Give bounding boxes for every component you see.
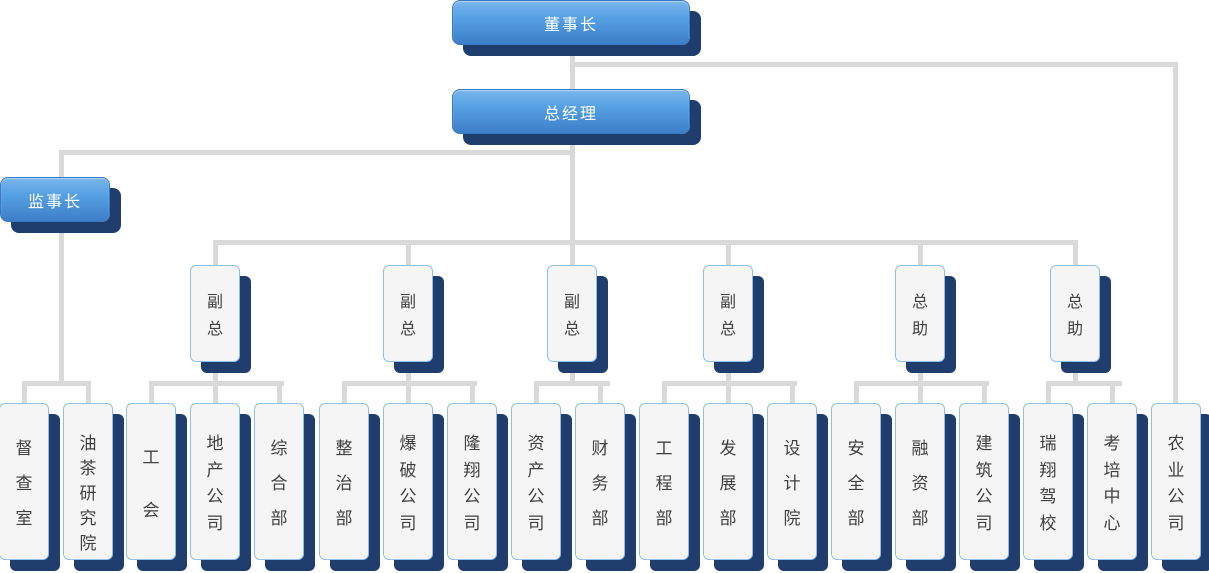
node-blasting-company: 爆破公司 [383,403,433,560]
node-vice-gm-3: 副总 [547,265,597,362]
node-vice-gm-2: 副总 [383,265,433,362]
node-asset-company: 资产公司 [511,403,561,560]
connector-line [1110,381,1115,403]
connector-line [570,62,1178,67]
node-vice-gm-2-label: 副总 [399,294,416,338]
node-vice-gm-4: 副总 [703,265,753,362]
node-camellia-institute: 油茶研究院 [63,403,113,560]
leaf-label: 隆翔公司 [463,434,481,533]
node-general-manager: 总经理 [452,89,690,134]
leaf-label: 考培中心 [1103,434,1121,533]
connector-line [213,240,218,265]
node-driving-school: 瑞翔驾校 [1023,403,1073,560]
node-construction-company: 建筑公司 [959,403,1009,560]
leaf-label: 地产公司 [206,434,224,533]
connector-line [342,381,347,403]
node-realestate-company: 地产公司 [190,403,240,560]
connector-line [213,240,1077,245]
connector-line [59,222,64,386]
leaf-label: 油茶研究院 [79,433,97,553]
connector-line [406,381,411,403]
node-training-center: 考培中心 [1087,403,1137,560]
node-gm-assistant-2: 总助 [1050,265,1100,362]
leaf-label: 设计院 [783,438,801,529]
connector-line [22,381,91,386]
node-longxiang-company: 隆翔公司 [447,403,497,560]
connector-line [59,150,64,177]
connector-line [86,381,91,403]
leaf-label: 建筑公司 [975,434,993,533]
node-labor-union: 工会 [126,403,176,560]
connector-line [570,134,575,265]
node-vice-gm-1-label: 副总 [206,294,223,338]
node-finance-dept: 财务部 [575,403,625,560]
connector-line [918,381,923,403]
node-general-manager-label: 总经理 [543,105,598,123]
connector-line [1073,240,1078,265]
leaf-label: 财务部 [591,438,609,529]
connector-line [854,381,859,403]
node-general-department: 综合部 [254,403,304,560]
leaf-label: 发展部 [719,438,737,529]
connector-line [213,381,218,403]
node-chief-supervisor-label: 监事长 [27,193,82,211]
leaf-label: 综合部 [270,438,288,529]
connector-line [1046,381,1051,403]
connector-line [22,381,27,403]
connector-line [570,45,575,89]
node-vice-gm-1: 副总 [190,265,240,362]
node-development-dept: 发展部 [703,403,753,560]
leaf-label: 农业公司 [1167,434,1185,533]
leaf-label: 整治部 [335,438,353,529]
leaf-label: 工会 [142,447,160,520]
connector-line [470,381,475,403]
connector-line [534,381,539,403]
connector-line [1046,381,1122,386]
node-vice-gm-4-label: 副总 [719,294,736,338]
leaf-label: 瑞翔驾校 [1039,434,1057,533]
connector-line [213,362,218,386]
connector-line [149,381,154,403]
leaf-label: 工程部 [655,438,673,529]
leaf-label: 督查室 [15,438,33,529]
connector-line [918,362,923,386]
connector-line [534,381,610,386]
node-chairman: 董事长 [452,0,690,45]
connector-line [406,362,411,386]
connector-line [982,381,987,403]
connector-line [1173,62,1178,403]
node-design-institute: 设计院 [767,403,817,560]
connector-line [59,150,575,155]
node-vice-gm-3-label: 副总 [563,294,580,338]
node-safety-dept: 安全部 [831,403,881,560]
node-engineering-dept: 工程部 [639,403,689,560]
connector-line [1073,362,1078,386]
connector-line [790,381,795,403]
connector-line [726,381,731,403]
connector-line [277,381,282,403]
node-agriculture-company: 农业公司 [1151,403,1201,560]
node-gm-assistant-1: 总助 [895,265,945,362]
node-gm-assistant-2-label: 总助 [1066,294,1083,338]
node-supervision-office: 督查室 [0,403,49,560]
node-chairman-label: 董事长 [543,16,598,34]
connector-line [726,240,731,265]
connector-line [726,362,731,386]
node-financing-dept: 融资部 [895,403,945,560]
node-renovation-dept: 整治部 [319,403,369,560]
connector-line [570,362,575,386]
connector-line [918,240,923,265]
connector-line [598,381,603,403]
node-chief-supervisor: 监事长 [0,177,110,222]
leaf-label: 安全部 [847,438,865,529]
connector-line [662,381,667,403]
node-gm-assistant-1-label: 总助 [911,294,928,338]
leaf-label: 爆破公司 [399,434,417,533]
leaf-label: 资产公司 [527,434,545,533]
connector-line [406,240,411,265]
leaf-label: 融资部 [911,438,929,529]
